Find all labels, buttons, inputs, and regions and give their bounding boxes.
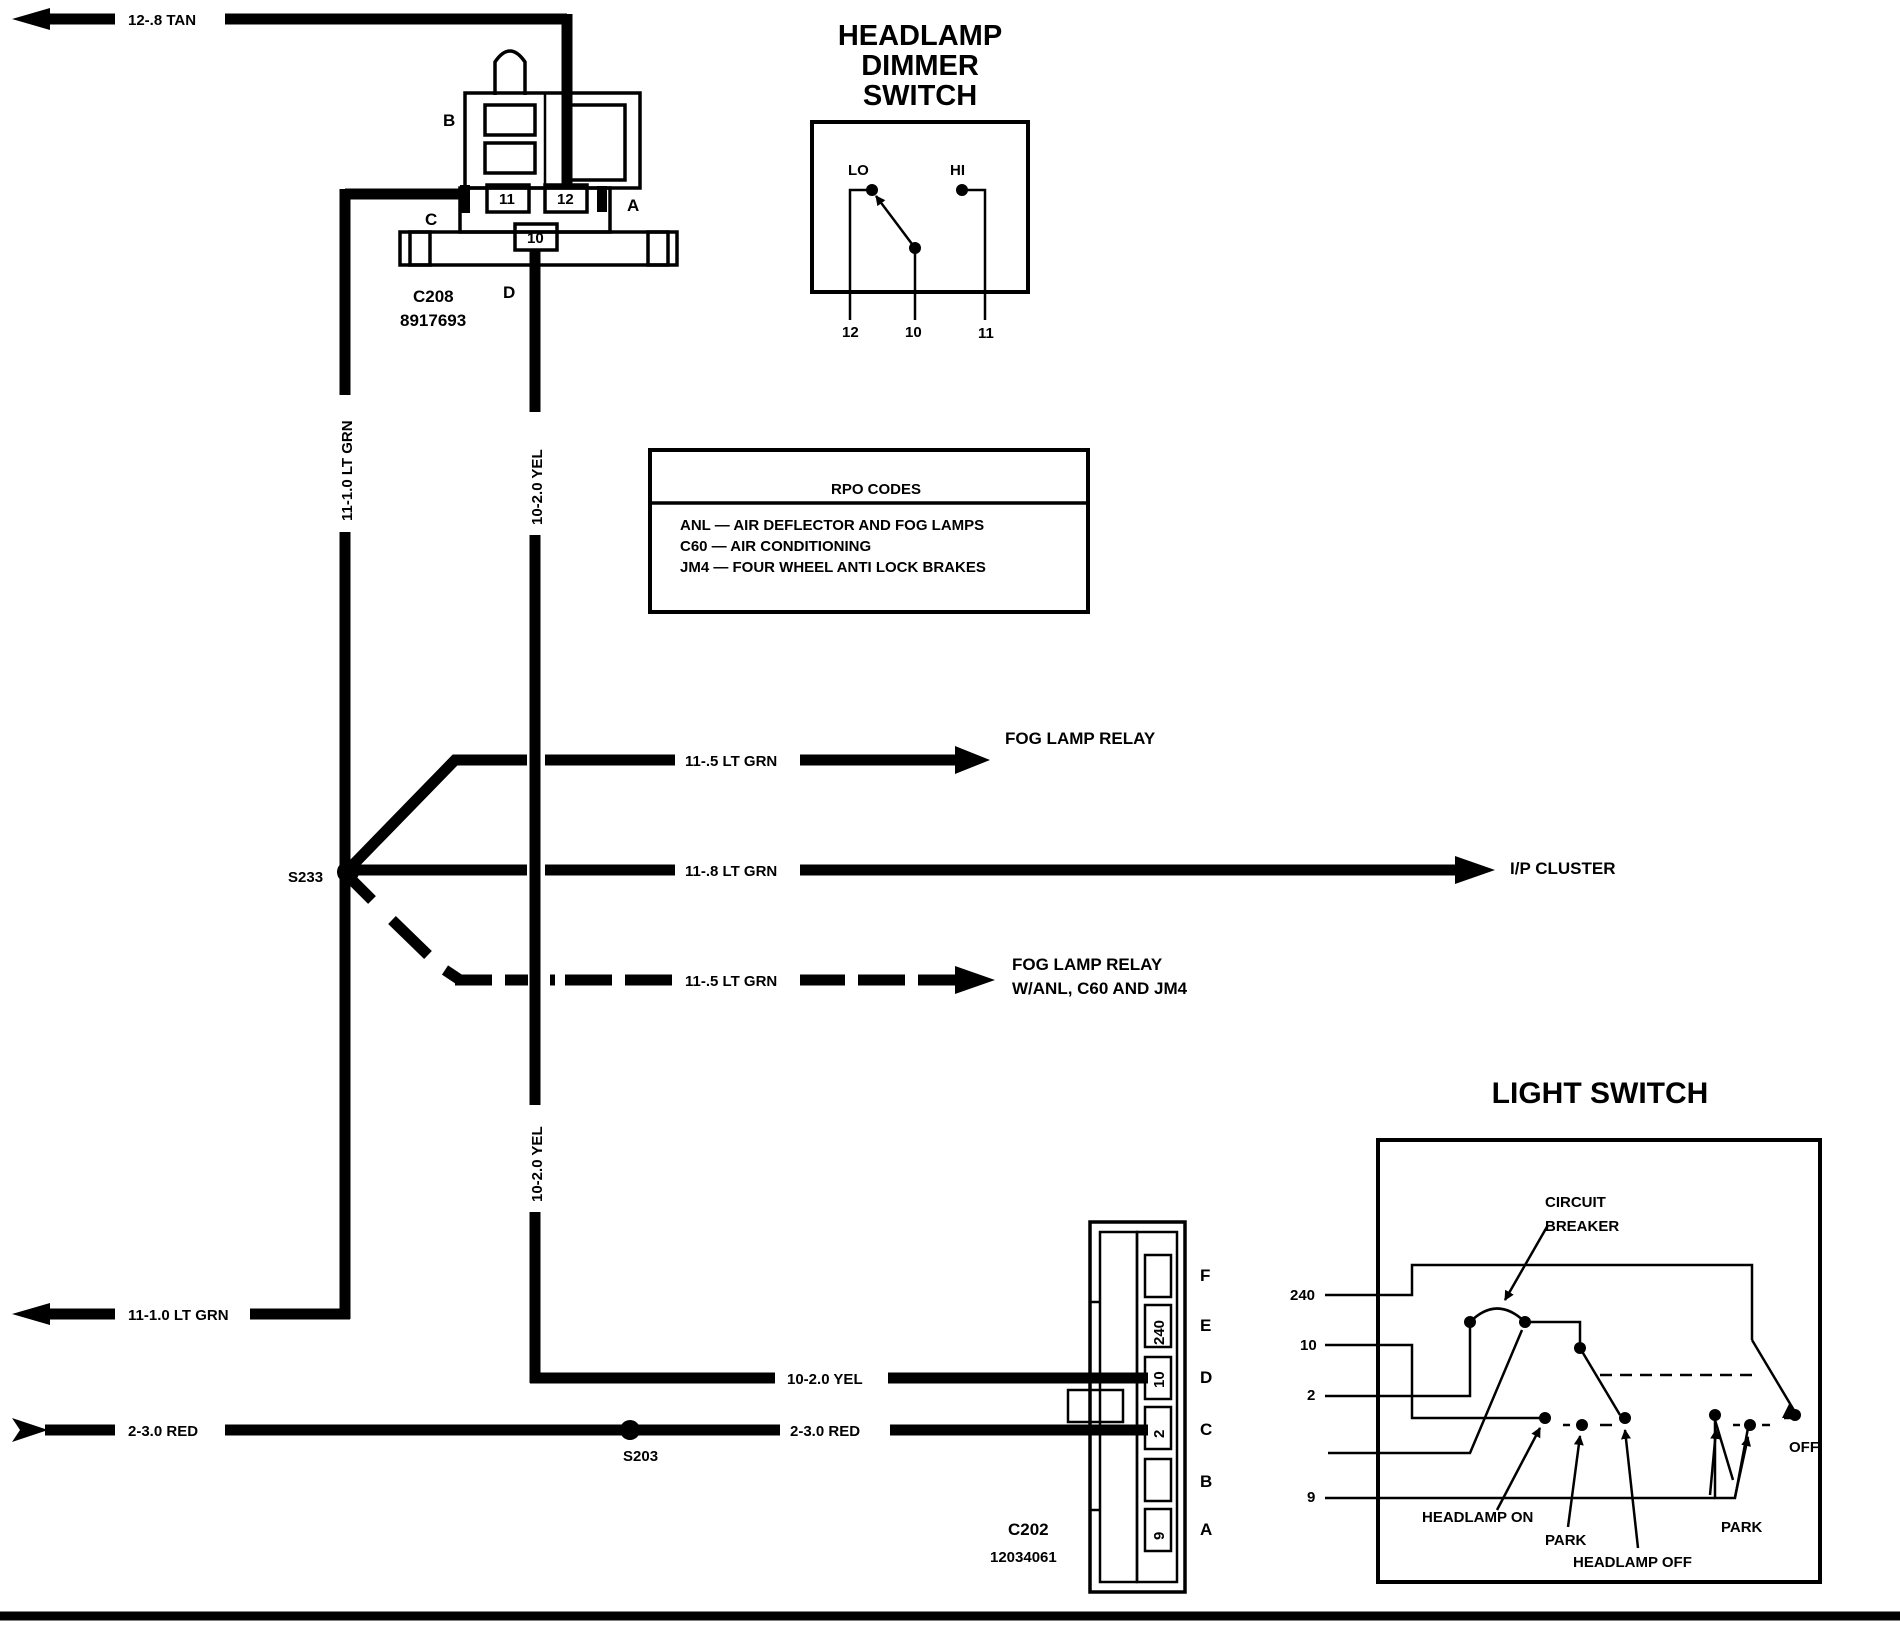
ls-park-2: PARK <box>1721 1519 1763 1536</box>
dimmer-terminal-10: 10 <box>905 324 922 341</box>
dimmer-lo-label: LO <box>848 162 869 179</box>
branch-fog-lamp-relay: 11-.5 LT GRN FOG LAMP RELAY <box>344 729 1156 874</box>
c208-pin-11: 11 <box>499 191 515 208</box>
c208-name: C208 <box>413 287 454 306</box>
ls-terminal-2: 2 <box>1307 1387 1315 1404</box>
connector-c202: 240 10 2 9 F E D C B A C202 12034061 <box>990 1220 1212 1594</box>
destination-fog-lamp-relay-opt-1: FOG LAMP RELAY <box>1012 955 1163 974</box>
c208-pin-12: 12 <box>557 191 574 208</box>
light-switch-title: LIGHT SWITCH <box>1492 1077 1709 1110</box>
ls-terminal-9: 9 <box>1307 1489 1315 1506</box>
headlamp-dimmer-switch: HEADLAMP DIMMER SWITCH LO HI 12 10 11 <box>810 20 1030 342</box>
destination-ip-cluster: I/P CLUSTER <box>1510 859 1615 878</box>
wire-label-yel-upper: 10-2.0 YEL <box>529 449 546 525</box>
connector-c208: 11 12 10 A B C D C208 8917693 <box>398 49 679 330</box>
light-switch: LIGHT SWITCH CIRCUIT BREAKER 240 10 2 9 <box>1290 1077 1822 1584</box>
c202-cavity-f: F <box>1200 1266 1210 1285</box>
wire-red: 2-3.0 RED 2-3.0 RED <box>12 1418 1148 1442</box>
c208-pin-10: 10 <box>527 230 544 247</box>
c202-pin-10: 10 <box>1151 1371 1168 1388</box>
destination-fog-lamp-relay-opt-2: W/ANL, C60 AND JM4 <box>1012 979 1188 998</box>
branch-fog-lamp-relay-optional: 11-.5 LT GRN FOG LAMP RELAY W/ANL, C60 A… <box>348 876 1188 998</box>
wire-label-red-right: 2-3.0 RED <box>790 1423 860 1440</box>
wire-label-yel-bottom: 10-2.0 YEL <box>787 1371 863 1388</box>
c202-name: C202 <box>1008 1520 1049 1539</box>
rpo-codes-box: RPO CODES ANL — AIR DEFLECTOR AND FOG LA… <box>648 448 1090 614</box>
wire-lt-grn-vertical: 11-1.0 LT GRN <box>250 188 463 1320</box>
c202-cavity-e: E <box>1200 1316 1211 1335</box>
c202-cavity-a: A <box>1200 1520 1212 1539</box>
dimmer-terminal-11: 11 <box>978 325 994 342</box>
ls-headlamp-on: HEADLAMP ON <box>1422 1509 1533 1526</box>
c208-cavity-c: C <box>425 210 437 229</box>
wire-label-lt-grn-bottom: 11-1.0 LT GRN <box>128 1307 229 1324</box>
c202-cavity-c: C <box>1200 1420 1212 1439</box>
c208-part-number: 8917693 <box>400 311 466 330</box>
ls-terminal-240: 240 <box>1290 1287 1315 1304</box>
ls-terminal-10: 10 <box>1300 1337 1317 1354</box>
wire-label-yel-lower: 10-2.0 YEL <box>529 1126 546 1202</box>
destination-fog-lamp-relay: FOG LAMP RELAY <box>1005 729 1156 748</box>
c208-cavity-a: A <box>627 196 639 215</box>
branch-ip-cluster: 11-.8 LT GRN I/P CLUSTER <box>348 856 1615 884</box>
c202-cavity-b: B <box>1200 1472 1212 1491</box>
dimmer-terminal-12: 12 <box>842 324 859 341</box>
c202-part-number: 12034061 <box>990 1549 1057 1566</box>
wire-yel-bottom: 10-2.0 YEL <box>787 1371 1148 1388</box>
rpo-code-c60: C60 — AIR CONDITIONING <box>680 538 871 555</box>
ls-park-1: PARK <box>1545 1532 1587 1549</box>
c208-cavity-b: B <box>443 111 455 130</box>
breaker-label-2: BREAKER <box>1545 1218 1619 1235</box>
splice-label-s203: S203 <box>623 1448 658 1465</box>
ls-headlamp-off: HEADLAMP OFF <box>1573 1554 1692 1571</box>
c202-pin-240: 240 <box>1151 1320 1168 1345</box>
splice-label-s233: S233 <box>288 869 323 886</box>
wire-yel-vertical: 10-2.0 YEL 10-2.0 YEL <box>529 250 775 1384</box>
wire-label-fog-relay-opt: 11-.5 LT GRN <box>685 973 777 990</box>
breaker-label-1: CIRCUIT <box>1545 1194 1606 1211</box>
c202-cavity-d: D <box>1200 1368 1212 1387</box>
splice-s203: S203 <box>620 1420 658 1465</box>
dimmer-title-line-1: HEADLAMP <box>838 20 1002 52</box>
ls-off: OFF <box>1789 1439 1819 1456</box>
c202-pin-9: 9 <box>1151 1532 1168 1540</box>
wire-label-red-left: 2-3.0 RED <box>128 1423 198 1440</box>
wire-label-fog-relay: 11-.5 LT GRN <box>685 753 777 770</box>
rpo-codes-title: RPO CODES <box>831 481 921 498</box>
wire-label-lt-grn-vertical: 11-1.0 LT GRN <box>339 420 356 521</box>
c202-pin-2: 2 <box>1151 1430 1168 1438</box>
dimmer-title-line-2: DIMMER <box>861 50 979 82</box>
rpo-code-jm4: JM4 — FOUR WHEEL ANTI LOCK BRAKES <box>680 559 986 576</box>
dimmer-title-line-3: SWITCH <box>863 80 977 112</box>
wire-lt-grn-bottom: 11-1.0 LT GRN <box>12 1303 229 1325</box>
c208-cavity-d: D <box>503 283 515 302</box>
rpo-code-anl: ANL — AIR DEFLECTOR AND FOG LAMPS <box>680 517 984 534</box>
wire-label-ip-cluster: 11-.8 LT GRN <box>685 863 777 880</box>
wire-tan-top: 12-.8 TAN <box>12 8 573 185</box>
wire-label-tan: 12-.8 TAN <box>128 12 196 29</box>
dimmer-hi-label: HI <box>950 162 965 179</box>
splice-s233: S233 <box>288 861 359 886</box>
